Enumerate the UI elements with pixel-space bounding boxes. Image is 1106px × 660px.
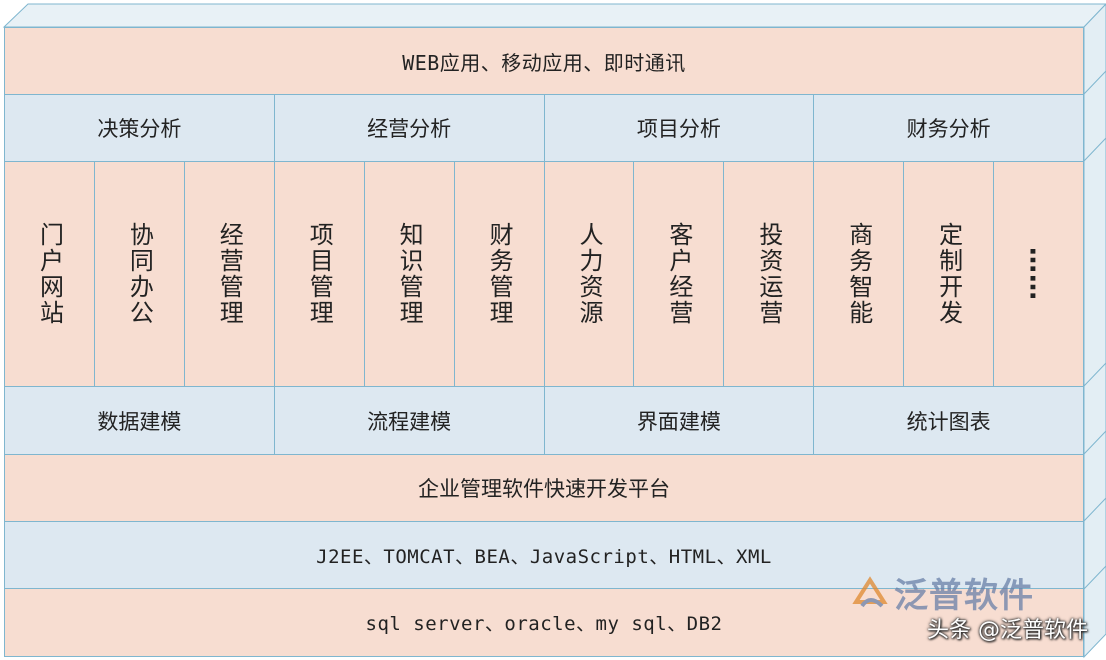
module-custom-dev: 定制开发 bbox=[904, 162, 995, 386]
module-investment-label: 投资运营 bbox=[754, 222, 783, 326]
analysis-operations: 经营分析 bbox=[275, 95, 545, 161]
brand-watermark-text: 泛普软件 bbox=[894, 576, 1034, 616]
module-more: …… bbox=[994, 162, 1083, 386]
layer-modules: 门户网站 协同办公 经营管理 项目管理 知识管理 财务管理 人力资源 客户经营 … bbox=[4, 161, 1084, 387]
layer-technology: J2EE、TOMCAT、BEA、JavaScript、HTML、XML bbox=[4, 521, 1084, 589]
brand-logo-icon bbox=[852, 575, 888, 607]
module-hr: 人力资源 bbox=[545, 162, 635, 386]
module-bi: 商务智能 bbox=[814, 162, 905, 386]
layer-modeling: 数据建模 流程建模 界面建模 统计图表 bbox=[4, 386, 1084, 455]
technology-label: J2EE、TOMCAT、BEA、JavaScript、HTML、XML bbox=[316, 545, 772, 568]
module-collaboration-label: 协同办公 bbox=[125, 222, 154, 326]
modeling-process: 流程建模 bbox=[275, 387, 545, 454]
modeling-data: 数据建模 bbox=[5, 387, 275, 454]
architecture-stack: WEB应用、移动应用、即时通讯 决策分析 经营分析 项目分析 财务分析 门户网站… bbox=[4, 27, 1084, 657]
module-knowledge-mgmt-label: 知识管理 bbox=[395, 222, 424, 326]
source-credit: 头条 @泛普软件 bbox=[927, 618, 1088, 643]
layer-database: sql server、oracle、my sql、DB2 bbox=[4, 588, 1084, 657]
database-label: sql server、oracle、my sql、DB2 bbox=[365, 613, 723, 635]
module-finance-mgmt-label: 财务管理 bbox=[485, 222, 514, 326]
platform-label: 企业管理软件快速开发平台 bbox=[418, 477, 670, 501]
module-hr-label: 人力资源 bbox=[574, 222, 603, 326]
module-custom-dev-label: 定制开发 bbox=[934, 222, 963, 326]
module-project-mgmt: 项目管理 bbox=[275, 162, 365, 386]
module-bi-label: 商务智能 bbox=[844, 222, 873, 326]
analysis-project: 项目分析 bbox=[545, 95, 815, 161]
module-portal: 门户网站 bbox=[5, 162, 95, 386]
module-customer-label: 客户经营 bbox=[664, 222, 693, 326]
module-portal-label: 门户网站 bbox=[35, 222, 64, 326]
applications-label: WEB应用、移动应用、即时通讯 bbox=[402, 50, 686, 75]
modeling-ui: 界面建模 bbox=[545, 387, 815, 454]
module-collaboration: 协同办公 bbox=[95, 162, 185, 386]
module-customer: 客户经营 bbox=[634, 162, 725, 386]
module-business-mgmt: 经营管理 bbox=[185, 162, 275, 386]
analysis-finance: 财务分析 bbox=[906, 117, 991, 141]
brand-watermark: 泛普软件 bbox=[852, 568, 1034, 617]
analysis-decision: 决策分析 bbox=[5, 95, 275, 161]
modeling-charts: 统计图表 bbox=[906, 409, 991, 434]
module-finance-mgmt: 财务管理 bbox=[455, 162, 545, 386]
layer-platform: 企业管理软件快速开发平台 bbox=[4, 454, 1084, 522]
module-knowledge-mgmt: 知识管理 bbox=[365, 162, 455, 386]
ellipsis-label: …… bbox=[1023, 247, 1054, 301]
module-project-mgmt-label: 项目管理 bbox=[305, 222, 334, 326]
layer-analysis: 决策分析 经营分析 项目分析 财务分析 bbox=[4, 94, 1084, 162]
module-business-mgmt-label: 经营管理 bbox=[215, 222, 244, 326]
layer-applications: WEB应用、移动应用、即时通讯 bbox=[4, 27, 1084, 95]
module-investment: 投资运营 bbox=[724, 162, 815, 386]
